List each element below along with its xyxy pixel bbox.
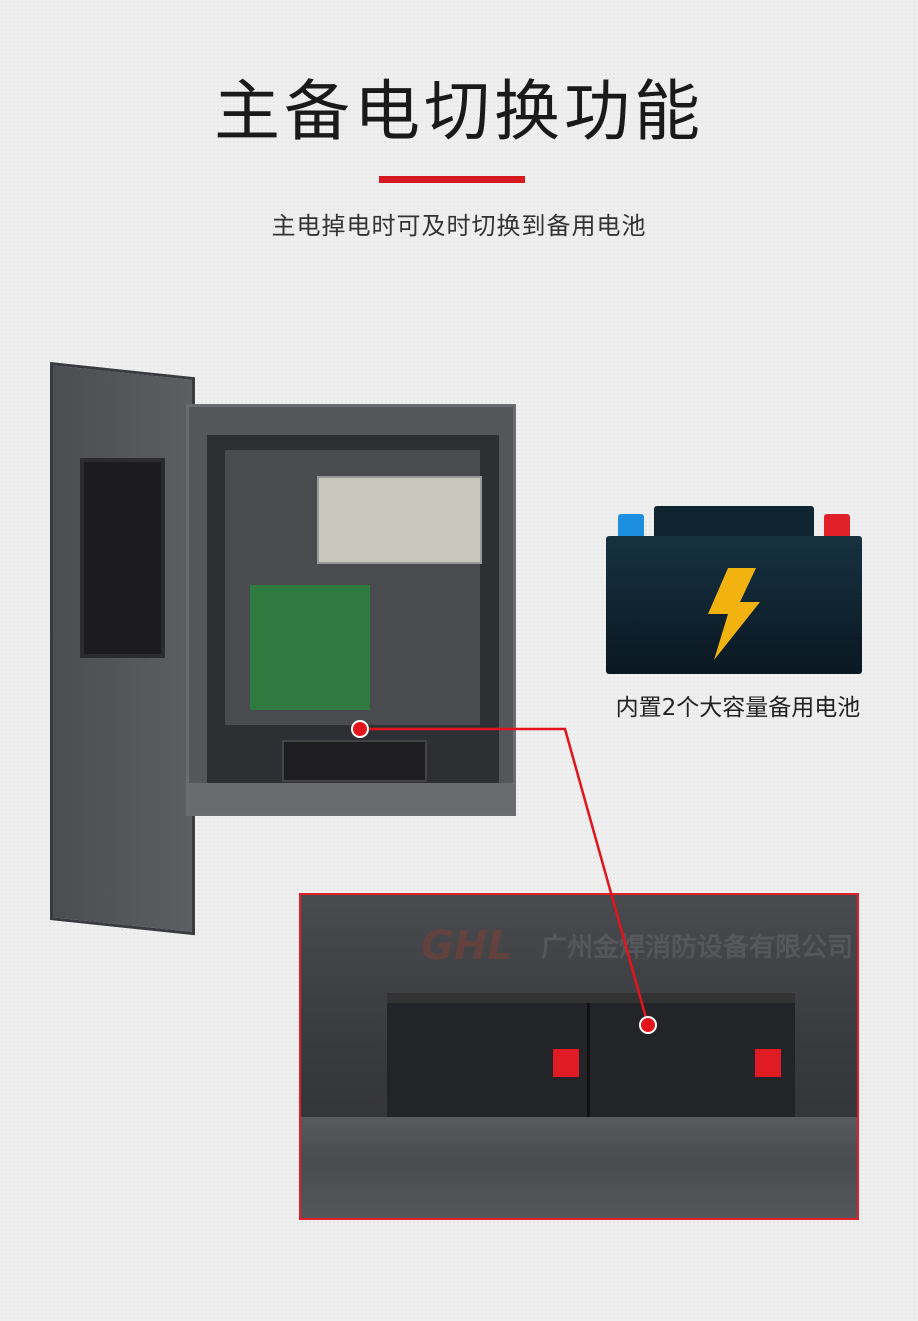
lightning-icon <box>708 568 760 660</box>
positive-terminal <box>824 514 850 540</box>
battery-divider <box>587 1003 590 1118</box>
battery-caption: 内置2个大容量备用电池 <box>615 695 861 721</box>
watermark-logo: GHL <box>421 923 513 969</box>
watermark-company: 广州金焊消防设备有限公司 <box>541 933 854 963</box>
page-subtitle: 主电掉电时可及时切换到备用电池 <box>271 212 647 240</box>
circuit-board <box>250 585 370 710</box>
page-title: 主备电切换功能 <box>214 73 704 150</box>
battery-icon <box>606 506 862 674</box>
power-supply-unit <box>317 476 482 564</box>
control-cabinet <box>186 404 516 816</box>
mounting-plate <box>225 450 482 725</box>
cabinet-rail <box>301 1117 857 1218</box>
cabinet-interior <box>207 435 499 797</box>
title-underline <box>379 176 525 183</box>
battery-closeup: GHL 广州金焊消防设备有限公司 <box>299 893 859 1220</box>
negative-terminal <box>618 514 644 540</box>
cabinet-shelf <box>189 783 513 813</box>
closeup-batteries <box>387 993 795 1118</box>
door-display-panel <box>80 458 165 658</box>
battery-lid <box>654 506 814 540</box>
callout-dot-start <box>351 720 369 738</box>
callout-dot-end <box>639 1016 657 1034</box>
backup-batteries <box>282 740 427 782</box>
terminal-red <box>553 1049 579 1077</box>
terminal-red <box>755 1049 781 1077</box>
